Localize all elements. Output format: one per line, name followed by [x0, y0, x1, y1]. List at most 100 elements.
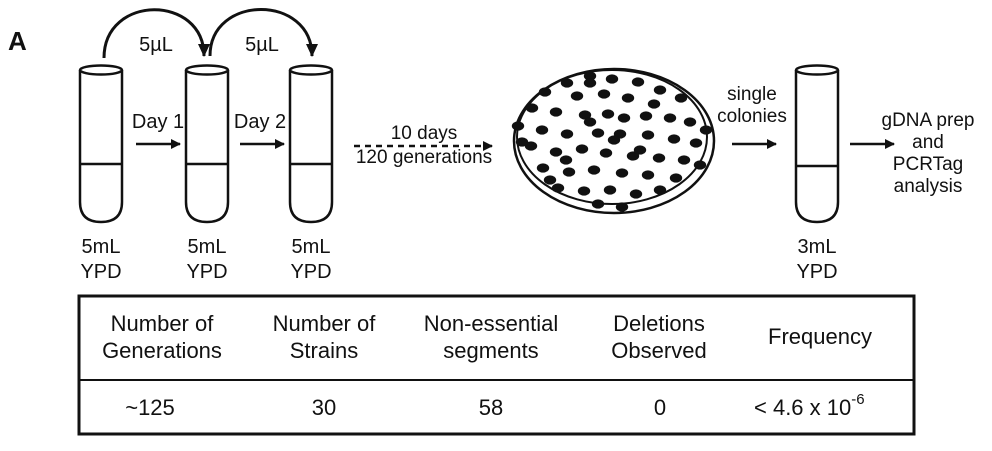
colony-dot — [601, 109, 615, 119]
colony-dot — [674, 93, 688, 103]
colony-dot — [599, 148, 613, 158]
header-strains-line2: Strains — [290, 338, 358, 363]
culture-tube-4 — [794, 64, 840, 224]
cell-generations: ~125 — [125, 395, 175, 420]
colony-dot — [525, 103, 539, 113]
cell-frequency: < 4.6 x 10-6 — [754, 391, 865, 420]
frequency-exponent: -6 — [851, 391, 864, 408]
header-strains-line1: Number of — [273, 311, 377, 336]
results-table: Number of Generations Number of Strains … — [77, 294, 916, 436]
cell-segments: 58 — [479, 395, 503, 420]
tube-3-volume: 5mL — [292, 236, 331, 258]
colony-dot — [543, 175, 557, 185]
tube-4-volume: 3mL — [798, 236, 837, 258]
colony-dot — [578, 110, 592, 120]
colony-dot — [689, 138, 703, 148]
colony-dot — [683, 117, 697, 127]
colony-dot — [641, 170, 655, 180]
colony-dot — [621, 93, 635, 103]
tube-2-volume: 5mL — [188, 236, 227, 258]
colony-dot — [629, 189, 643, 199]
header-segments-line2: segments — [443, 338, 538, 363]
header-generations-line1: Number of — [111, 311, 215, 336]
colony-dot — [597, 89, 611, 99]
colony-dot — [583, 78, 597, 88]
frequency-base: < 4.6 x 10 — [754, 395, 851, 420]
colony-dot — [583, 117, 597, 127]
colonies-group — [511, 71, 713, 212]
colony-dot — [693, 160, 707, 170]
tube-1-medium: YPD — [80, 261, 121, 283]
colony-dot — [562, 167, 576, 177]
header-segments-line1: Non-essential — [424, 311, 559, 336]
colony-dot — [587, 165, 601, 175]
tube-3-medium: YPD — [290, 261, 331, 283]
day-2-label: Day 2 — [234, 111, 286, 133]
colony-dot — [559, 155, 573, 165]
colony-dot — [669, 173, 683, 183]
colony-dot — [538, 87, 552, 97]
plating-label-line2: colonies — [717, 106, 787, 127]
colony-dot — [699, 125, 713, 135]
analysis-label-line2: and — [912, 132, 944, 153]
day-1-label: Day 1 — [132, 111, 184, 133]
colony-dot — [524, 141, 538, 151]
colony-dot — [652, 153, 666, 163]
colony-dot — [663, 113, 677, 123]
colony-dot — [535, 125, 549, 135]
colony-dot — [577, 186, 591, 196]
tube-4-medium: YPD — [796, 261, 837, 283]
colony-dot — [653, 185, 667, 195]
header-deletions-line2: Observed — [611, 338, 706, 363]
header-generations-line2: Generations — [102, 338, 222, 363]
cell-strains: 30 — [312, 395, 336, 420]
colony-dot — [647, 99, 661, 109]
culture-tube-2 — [184, 64, 230, 224]
colony-dot — [515, 137, 529, 147]
colony-dot — [583, 71, 597, 81]
colony-dot — [626, 151, 640, 161]
plating-label-line1: single — [727, 84, 777, 105]
colony-dot — [560, 78, 574, 88]
analysis-label-line3: PCRTag — [893, 154, 963, 175]
duration-days-label: 10 days — [391, 123, 458, 144]
colony-dot — [615, 168, 629, 178]
colony-dot — [641, 130, 655, 140]
colony-dot — [653, 85, 667, 95]
duration-generations-label: 120 generations — [356, 147, 492, 168]
transfer-volume-label-1: 5µL — [139, 34, 173, 56]
colony-dot — [639, 111, 653, 121]
colony-dot — [605, 74, 619, 84]
colony-dot — [536, 163, 550, 173]
panel-label: A — [8, 26, 27, 56]
colony-dot — [615, 202, 629, 212]
colony-dot — [549, 107, 563, 117]
colony-dot — [570, 91, 584, 101]
culture-tube-1 — [78, 64, 124, 224]
colony-dot — [560, 129, 574, 139]
colony-dot — [591, 199, 605, 209]
cell-deletions: 0 — [654, 395, 666, 420]
colony-dot — [575, 144, 589, 154]
tube-2-medium: YPD — [186, 261, 227, 283]
colony-dot — [551, 183, 565, 193]
transfer-arc-1 — [102, 8, 210, 59]
colony-dot — [631, 77, 645, 87]
transfer-volume-label-2: 5µL — [245, 34, 279, 56]
analysis-label-line1: gDNA prep — [882, 110, 975, 131]
colony-dot — [549, 147, 563, 157]
colony-dot — [511, 121, 525, 131]
petri-dish — [511, 67, 716, 215]
colony-dot — [617, 113, 631, 123]
colony-dot — [591, 128, 605, 138]
header-frequency: Frequency — [768, 324, 872, 349]
colony-dot — [667, 134, 681, 144]
colony-dot — [607, 135, 621, 145]
colony-dot — [677, 155, 691, 165]
tube-1-volume: 5mL — [82, 236, 121, 258]
colony-dot — [633, 145, 647, 155]
header-deletions-line1: Deletions — [613, 311, 705, 336]
colony-dot — [603, 185, 617, 195]
transfer-arc-2 — [208, 8, 318, 57]
